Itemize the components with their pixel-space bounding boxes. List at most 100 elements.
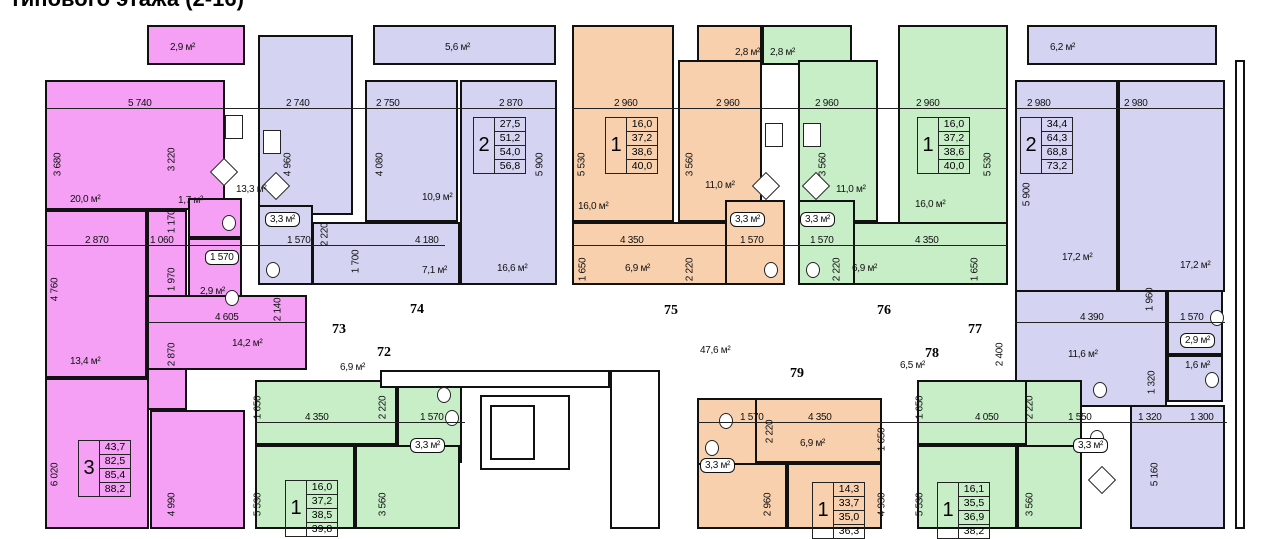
area-value: 38,5	[307, 509, 337, 523]
room-area-label: 2,9 м²	[200, 286, 226, 297]
area-value: 27,5	[495, 118, 525, 132]
room-hall	[917, 380, 1027, 445]
room-area-label: 3,3 м²	[800, 212, 836, 227]
kitchen-sink-icon	[1087, 465, 1117, 495]
stair-landing	[380, 370, 610, 388]
room-area-label: 16,0 м²	[915, 199, 946, 210]
dimension-label: 1 320	[1146, 370, 1158, 395]
dimension-label: 5 530	[252, 492, 264, 517]
room-area-label: 6,9 м²	[800, 438, 826, 449]
room-hall	[755, 398, 882, 463]
area-value: 56,8	[499, 160, 521, 172]
room-area-label: 6,9 м²	[852, 263, 878, 274]
room-area-label: 11,0 м²	[836, 184, 866, 195]
room-bedroom	[45, 210, 147, 378]
toilet-icon	[222, 215, 236, 231]
area-value: 88,2	[104, 483, 126, 495]
dimension-label: 2 220	[1024, 395, 1036, 420]
room-count: 1	[938, 483, 959, 538]
dimension-line	[45, 108, 555, 109]
room-area-label: 17,2 м²	[1180, 260, 1211, 271]
dimension-label: 4 350	[915, 235, 939, 246]
stove-icon	[803, 123, 821, 147]
dimension-label: 1 970	[166, 267, 178, 292]
room-living-room	[1118, 80, 1225, 292]
room-area-label: 6,2 м²	[1050, 42, 1076, 53]
apartment-number: 79	[790, 366, 804, 381]
dimension-label: 2 980	[1027, 98, 1051, 109]
room-area-label: 5,6 м²	[445, 42, 471, 53]
area-value: 73,2	[1046, 160, 1068, 172]
dimension-label: 1 650	[914, 395, 926, 420]
dimension-label: 1 570	[1180, 312, 1204, 323]
dimension-line	[255, 422, 465, 423]
room-area-label: 7,1 м²	[422, 265, 448, 276]
dimension-label: 3 560	[684, 152, 696, 177]
room-area-label: 13,4 м²	[70, 356, 101, 367]
toilet-icon	[705, 440, 719, 456]
dimension-line	[45, 245, 445, 246]
room-kitchen	[1017, 445, 1082, 529]
dimension-label: 5 740	[128, 98, 152, 109]
area-value: 16,1	[959, 483, 989, 497]
room-area-label: 2,9 м²	[170, 42, 196, 53]
area-value: 16,0	[307, 481, 337, 495]
dimension-label: 5 900	[1021, 182, 1033, 207]
dimension-label: 6 020	[49, 462, 61, 487]
dimension-label: 2 220	[319, 222, 331, 247]
toilet-icon	[764, 262, 778, 278]
dimension-label: 5 530	[982, 152, 994, 177]
dimension-label: 1 570	[740, 235, 764, 246]
area-value: 82,5	[100, 455, 130, 469]
toilet-icon	[266, 262, 280, 278]
room-area-label: 16,0 м²	[578, 201, 609, 212]
dimension-label: 4 080	[374, 152, 386, 177]
dimension-label: 4 350	[620, 235, 644, 246]
area-value: 39,8	[311, 523, 333, 535]
area-value: 38,2	[963, 525, 985, 537]
apartment-number: 74	[410, 302, 424, 317]
toilet-icon	[437, 387, 451, 403]
room-area-label: 11,0 м²	[705, 180, 735, 191]
area-value: 33,7	[834, 497, 864, 511]
toilet-icon	[225, 290, 239, 306]
room-area-label: 2,9 м²	[1180, 333, 1216, 348]
dimension-label: 2 870	[85, 235, 109, 246]
dimension-label: 1 960	[1144, 287, 1156, 312]
room-area-label: 3,3 м²	[265, 212, 301, 227]
corridor-wall	[610, 370, 660, 529]
area-value: 54,0	[495, 146, 525, 160]
area-value: 34,4	[1042, 118, 1072, 132]
room-living-room	[917, 445, 1017, 529]
area-value: 43,7	[100, 441, 130, 455]
dimension-line	[697, 422, 1227, 423]
room-count: 2	[1021, 118, 1042, 173]
apartment-number: 73	[332, 322, 346, 337]
dimension-label: 2 960	[815, 98, 839, 109]
room-count: 2	[474, 118, 495, 173]
room-area-label: 3,3 м²	[730, 212, 766, 227]
area-value: 40,0	[631, 160, 653, 172]
room-bedroom	[150, 410, 245, 529]
stove-icon	[765, 123, 783, 147]
room-bedroom	[1015, 80, 1118, 292]
dimension-label: 2 750	[376, 98, 400, 109]
area-value: 36,3	[838, 525, 860, 537]
area-value: 68,8	[1042, 146, 1072, 160]
room-living-room	[898, 25, 1008, 225]
dimension-label: 1 060	[150, 235, 174, 246]
dimension-label: 1 700	[350, 249, 362, 274]
room-area-label: 1,6 м²	[1185, 360, 1211, 371]
room-area-label: 6,9 м²	[625, 263, 651, 274]
elevator-car	[490, 405, 535, 460]
room-hall	[312, 222, 460, 285]
room-area-label: 10,9 м²	[422, 192, 453, 203]
